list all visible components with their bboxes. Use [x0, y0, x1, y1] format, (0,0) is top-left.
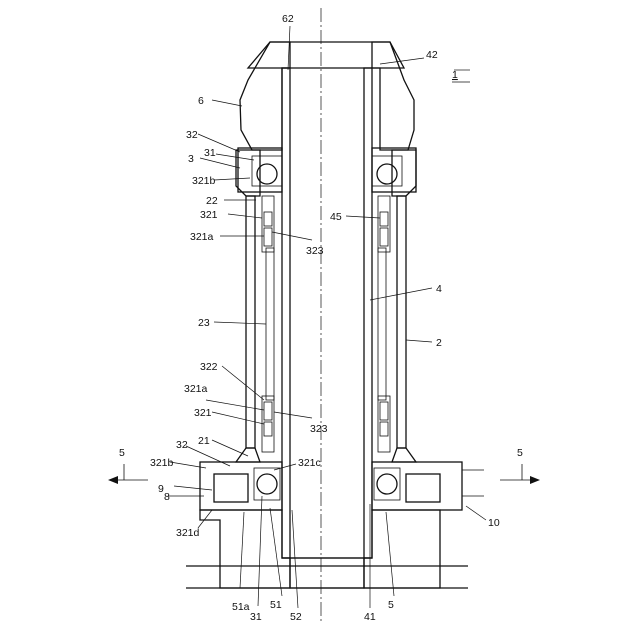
head-tube-bottom-left — [236, 448, 260, 462]
fork-crown-right — [364, 510, 440, 588]
upper-bearing-assembly — [238, 148, 416, 192]
head-tube-bottom-right — [392, 448, 416, 462]
label-321-upper: 321 — [200, 209, 218, 221]
label-2: 2 — [436, 337, 442, 349]
label-22: 22 — [206, 195, 218, 207]
lower-bearing-assembly — [200, 462, 484, 510]
fork-crown-center — [290, 558, 364, 588]
head-tube-part-2 — [236, 150, 416, 462]
label-62: 62 — [282, 13, 294, 25]
label-23: 23 — [198, 317, 210, 329]
label-321a-lower: 321a — [184, 383, 208, 395]
label-5: 5 — [388, 599, 394, 611]
head-tube-wall-right — [397, 196, 406, 448]
section-marker-left: 5 — [108, 447, 148, 484]
fork-crown-part-5 — [186, 510, 468, 588]
upper-bearing-cup-right — [372, 148, 416, 192]
label-51a: 51a — [232, 601, 250, 613]
section-label-left: 5 — [119, 447, 125, 459]
label-41: 41 — [364, 611, 376, 623]
lower-bearing-ball-right — [377, 474, 397, 494]
label-31-upper: 31 — [204, 147, 216, 159]
label-3: 3 — [188, 153, 194, 165]
stem-part-6 — [240, 42, 414, 150]
fork-crown-left — [200, 510, 290, 588]
label-321a-upper: 321a — [190, 231, 214, 243]
label-figure-1: 1 — [452, 69, 458, 81]
label-321-lower: 321 — [194, 407, 212, 419]
label-321c: 321c — [298, 457, 321, 469]
label-8: 8 — [164, 491, 170, 503]
lower-bearing-ball-left — [257, 474, 277, 494]
motor-coil-left — [214, 474, 248, 502]
label-31-lower: 31 — [250, 611, 262, 623]
label-323-upper: 323 — [306, 245, 324, 257]
label-21: 21 — [198, 435, 210, 447]
label-32-lower: 32 — [176, 439, 188, 451]
inner-sleeve-part-23 — [262, 196, 390, 452]
label-42: 42 — [426, 49, 438, 61]
label-51: 51 — [270, 599, 282, 611]
motor-coil-right — [406, 474, 440, 502]
label-321d: 321d — [176, 527, 200, 539]
label-32-upper: 32 — [186, 129, 198, 141]
leader-lines — [168, 26, 486, 608]
head-tube-top-right — [392, 150, 416, 196]
label-4: 4 — [436, 283, 442, 295]
label-10: 10 — [488, 517, 500, 529]
label-322: 322 — [200, 361, 218, 373]
steerer-wall-left — [282, 68, 290, 558]
label-321b-lower: 321b — [150, 457, 174, 469]
label-323-lower: 323 — [310, 423, 328, 435]
stem-right-half — [372, 42, 414, 150]
reference-labels: 62 42 1 6 32 31 3 321b 22 321 45 321a 32… — [150, 13, 500, 623]
section-label-right: 5 — [517, 447, 523, 459]
section-marker-right: 5 — [500, 447, 540, 484]
head-tube-wall-left — [246, 196, 255, 448]
steerer-wall-right — [364, 68, 372, 558]
label-321b-upper: 321b — [192, 175, 216, 187]
upper-bearing-ball-right — [377, 164, 397, 184]
steerer-tube — [282, 68, 372, 558]
label-45: 45 — [330, 211, 342, 223]
label-52: 52 — [290, 611, 302, 623]
label-6: 6 — [198, 95, 204, 107]
